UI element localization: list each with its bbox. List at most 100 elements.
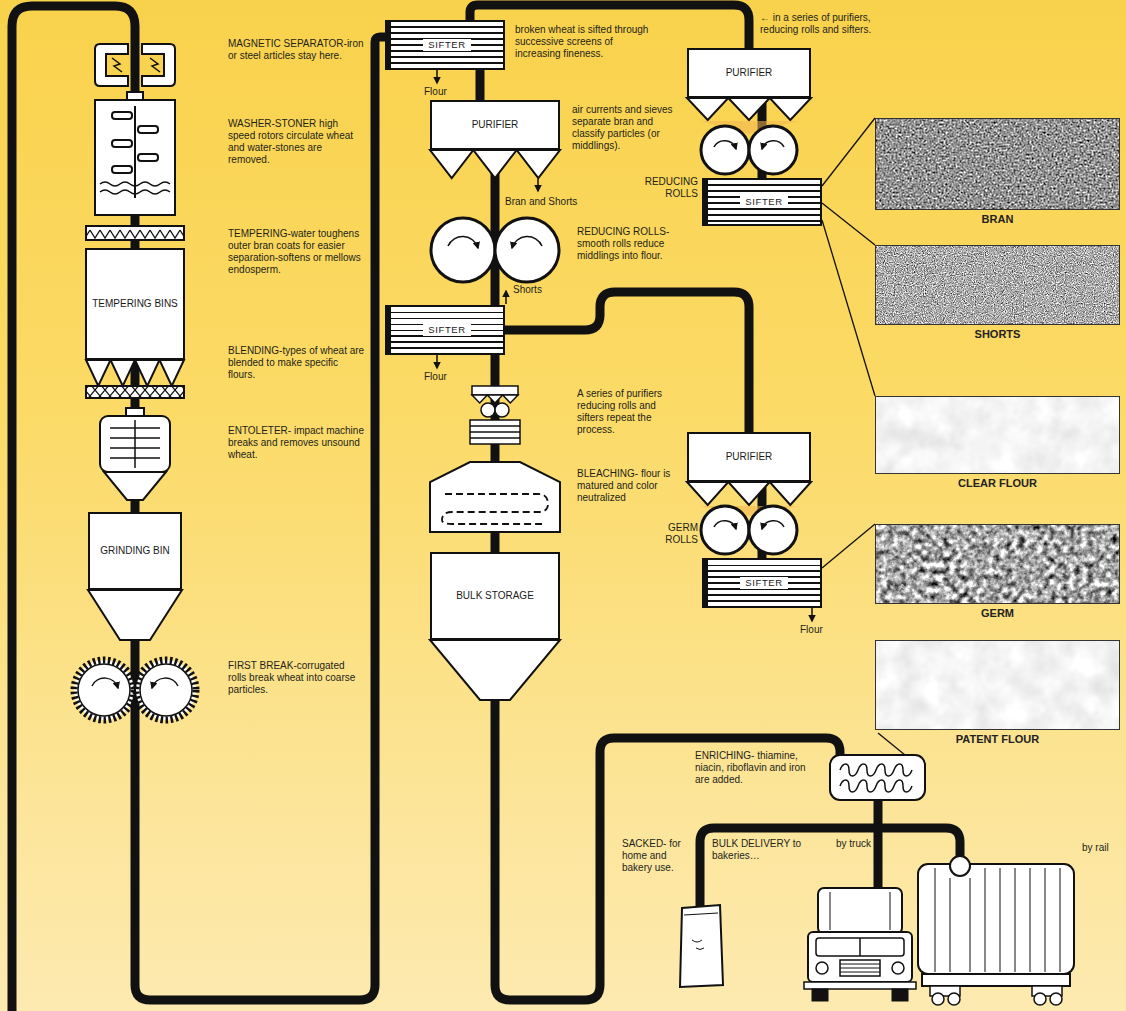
flour-sack [680, 905, 723, 987]
entoleter [104, 472, 166, 500]
blending-band [86, 386, 184, 398]
rail-car [932, 993, 944, 1005]
callout-text: by truck [836, 838, 872, 850]
truck [840, 972, 880, 973]
truck [816, 938, 904, 956]
reducing-rolls [448, 236, 478, 248]
callout-text: Flour [800, 624, 840, 636]
truck [840, 968, 880, 969]
series-machine [503, 395, 518, 403]
series-machine [495, 403, 509, 417]
node-label: SIFTER [740, 196, 787, 208]
tempering-band [86, 226, 184, 240]
purifier-cones [430, 150, 560, 178]
magnetic-separator [150, 58, 160, 72]
sample-panel: GERM [875, 524, 1120, 622]
enricher [840, 780, 912, 792]
callout-text: WASHER-STONER high speed rotors circulat… [228, 118, 365, 166]
bin-cones [111, 360, 136, 386]
rail-car [985, 868, 986, 972]
reducing-rolls [762, 141, 784, 149]
series-machine [472, 386, 518, 395]
sample-photo [875, 245, 1120, 325]
reducing-rolls [495, 218, 559, 282]
bin-box: BULK STORAGE [430, 552, 560, 640]
enricher [840, 764, 912, 776]
bin-cones [160, 360, 185, 386]
sifter-box: SIFTER [385, 20, 505, 70]
purifier-cones [687, 98, 728, 120]
truck [812, 989, 828, 1001]
callout-text: MAGNETIC SEPARATOR-iron or steel article… [228, 38, 365, 62]
bleacher [430, 462, 560, 532]
truck [816, 962, 828, 974]
bin-cones [135, 360, 160, 386]
callout-text: Flour [424, 86, 464, 98]
callout-text: ENRICHING- thiamine, niacin, riboflavin … [695, 750, 820, 786]
purifier-box: PURIFIER [687, 432, 811, 482]
callout-text: BLEACHING- flour is matured and color ne… [577, 468, 677, 504]
reducing-rolls [431, 218, 559, 282]
washer-stoner [138, 154, 158, 161]
corrugated-rolls [74, 660, 134, 720]
washer-stoner [112, 112, 132, 119]
tempering-band [86, 226, 184, 240]
rail-car [1015, 868, 1016, 972]
callout-text: air currents and sieves separate bran an… [572, 104, 682, 152]
node-label: SIFTER [423, 39, 470, 51]
node-label: SIFTER [740, 577, 787, 589]
sample-photo [876, 119, 1120, 210]
washer-stoner [112, 166, 132, 173]
washer-stoner [100, 182, 170, 186]
bin-cone [430, 640, 560, 700]
series-machine [470, 425, 520, 427]
flour-arrow [436, 70, 438, 83]
node-label: BULK STORAGE [456, 590, 534, 602]
rail-car [922, 974, 1070, 986]
node-label: PURIFIER [472, 119, 519, 131]
entoleter [110, 457, 160, 459]
purifier-cones [770, 482, 811, 505]
washer-stoner [95, 92, 175, 215]
node-label: GERM [981, 606, 1014, 620]
callout-text: A series of purifiers reducing rolls and… [577, 388, 677, 436]
sample-panel: PATENT FLOUR [875, 640, 1120, 748]
sifter-box: SIFTER [702, 558, 822, 608]
washer-stoner [138, 126, 158, 133]
callout-text: GERM ROLLS [638, 522, 698, 546]
sample-panel: BRAN [875, 118, 1120, 228]
truck [840, 960, 880, 976]
truck [840, 964, 880, 965]
leader-line [822, 118, 875, 186]
sample-photo [875, 396, 1120, 474]
corrugated-rolls [152, 678, 178, 688]
callout-text: TEMPERING-water toughens outer bran coat… [228, 228, 365, 276]
series-machine [470, 431, 520, 433]
magnetic-separator [112, 58, 122, 72]
callout-text: REDUCING ROLLS [638, 176, 698, 200]
sample-photo [875, 118, 1120, 210]
flour-sack [692, 940, 704, 950]
corrugated-rolls [92, 678, 118, 688]
node-label: PURIFIER [726, 451, 773, 463]
sample-photo [875, 640, 1120, 730]
sample-photo [876, 397, 1120, 474]
series-machine [470, 420, 520, 444]
callout-text: REDUCING ROLLS- smooth rolls reduce midd… [577, 226, 685, 262]
flour-sack [684, 913, 718, 915]
purifier-cones [430, 150, 473, 178]
sample-panel: SHORTS [875, 245, 1120, 343]
purifier-cones [687, 482, 728, 505]
bran-arrow [537, 179, 539, 191]
bin-box: TEMPERING BINS [85, 248, 185, 360]
series-machine [472, 395, 487, 403]
sample-photo [875, 118, 1120, 730]
rail-car [1045, 868, 1046, 972]
shorts-arrow [505, 291, 507, 304]
bin-cones [86, 360, 184, 386]
series-machine [470, 386, 520, 444]
entoleter [110, 437, 160, 439]
node-label: BRAN [982, 212, 1014, 226]
purifier-box: PURIFIER [687, 48, 811, 98]
